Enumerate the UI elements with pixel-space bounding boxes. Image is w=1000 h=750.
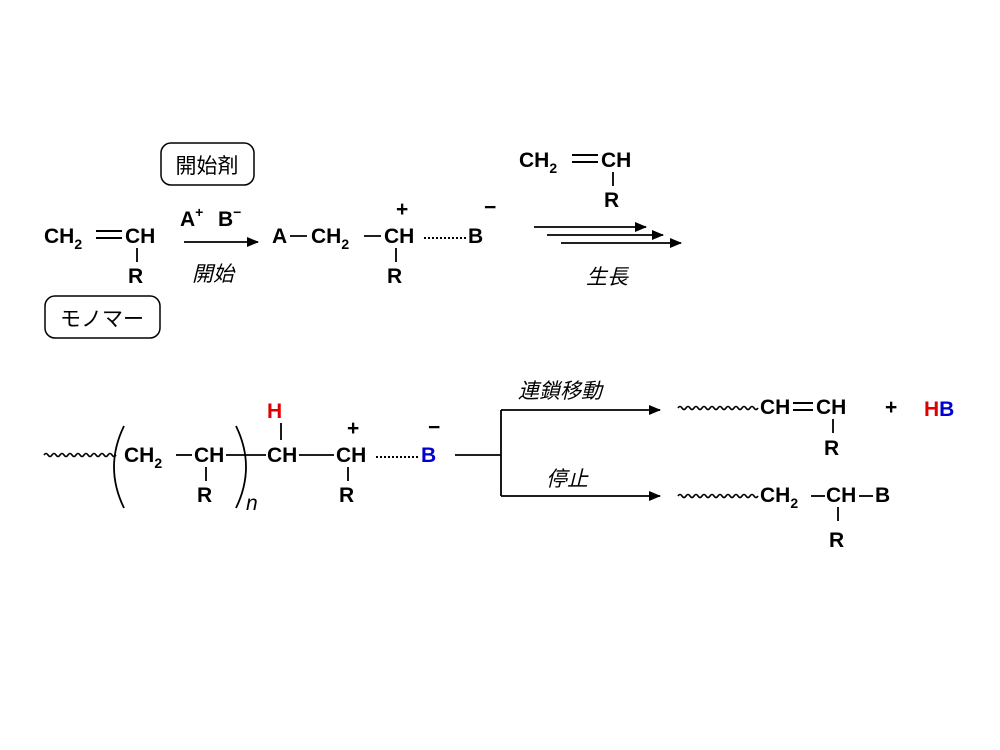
product2-r: R bbox=[829, 529, 844, 552]
chain-transfer-product: CH CH R + HB bbox=[677, 396, 954, 460]
prop-monomer-ch2: CH2 bbox=[519, 149, 557, 176]
anion-charge: − bbox=[484, 196, 496, 219]
propagation-step: CH2 CH R 生長 bbox=[519, 149, 682, 289]
initiation-step: A+ B− 開始 bbox=[180, 204, 259, 286]
monomer-label: モノマー bbox=[60, 307, 144, 331]
byproduct-hb: HB bbox=[924, 398, 954, 421]
initiation-label: 開始 bbox=[192, 262, 236, 286]
repeat-unit-left-paren bbox=[113, 425, 125, 509]
branch-connector: 連鎖移動 停止 bbox=[455, 379, 661, 501]
monomer-r: R bbox=[128, 265, 143, 288]
active-species: A CH2 CH + R B − bbox=[272, 196, 496, 288]
product1-wavy-chain bbox=[677, 405, 759, 411]
product1-ch-a: CH bbox=[760, 396, 790, 419]
cationic-r: R bbox=[339, 484, 354, 507]
monomer-ch2: CH2 bbox=[44, 225, 82, 252]
repeat-count-n: n bbox=[246, 492, 258, 515]
monomer-ch: CH bbox=[125, 225, 155, 248]
product2-ch: CH bbox=[826, 484, 856, 507]
repeat-ch: CH bbox=[194, 444, 224, 467]
penultimate-ch: CH bbox=[267, 444, 297, 467]
active-ch: CH bbox=[384, 225, 414, 248]
repeat-unit-right-paren bbox=[235, 425, 247, 509]
cationic-ch: CH bbox=[336, 444, 366, 467]
active-ch2: CH2 bbox=[311, 225, 349, 252]
repeat-r: R bbox=[197, 484, 212, 507]
initiator-label-box: 開始剤 bbox=[160, 142, 255, 186]
termination-product: CH2 CH R B bbox=[677, 484, 890, 552]
counter-ion-b: B bbox=[468, 225, 483, 248]
product1-r: R bbox=[824, 437, 839, 460]
row2-anion-charge: − bbox=[428, 416, 440, 439]
end-group-a: A bbox=[272, 225, 287, 248]
monomer: CH2 CH R bbox=[44, 225, 155, 288]
transferable-hydrogen: H bbox=[267, 400, 282, 423]
prop-monomer-ch: CH bbox=[601, 149, 631, 172]
chain-transfer-label: 連鎖移動 bbox=[518, 379, 604, 403]
monomer-label-box: モノマー bbox=[44, 295, 161, 339]
prop-monomer-r: R bbox=[604, 189, 619, 212]
product-plus-sign: + bbox=[885, 396, 897, 419]
termination-label: 停止 bbox=[546, 467, 589, 491]
repeat-ch2: CH2 bbox=[124, 444, 162, 471]
polymer-chain-wavy-left bbox=[43, 452, 117, 458]
product2-wavy-chain bbox=[677, 493, 759, 499]
cation-charge: + bbox=[396, 198, 408, 221]
reagent-a-plus: A+ bbox=[180, 204, 203, 231]
product2-ch2: CH2 bbox=[760, 484, 798, 511]
row2-cation-charge: + bbox=[347, 417, 359, 440]
penultimate-unit: H CH bbox=[267, 400, 334, 467]
row2-counter-ion-b: B bbox=[421, 444, 436, 467]
product1-ch-b: CH bbox=[816, 396, 846, 419]
propagating-end: CH + R B − bbox=[336, 416, 440, 507]
product2-b: B bbox=[875, 484, 890, 507]
active-r: R bbox=[387, 265, 402, 288]
repeat-unit: CH2 CH R bbox=[124, 444, 266, 507]
reagent-b-minus: B− bbox=[218, 204, 241, 231]
propagation-label: 生長 bbox=[586, 265, 630, 289]
initiator-label: 開始剤 bbox=[176, 154, 239, 178]
